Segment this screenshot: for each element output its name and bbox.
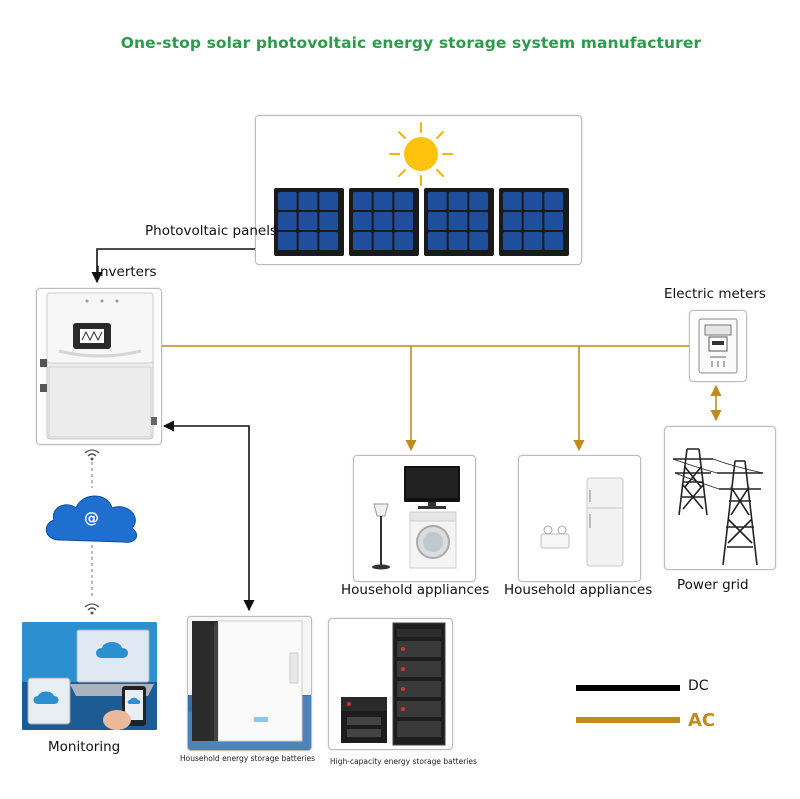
solar-cell [298,232,318,250]
solar-cell [469,212,488,230]
solar-cell [394,212,413,230]
monitoring-devices-icon [22,622,157,730]
solar-cell [428,212,447,230]
inverter-icon [40,292,157,440]
solar-cell [373,232,393,250]
legend-dc-label: DC [688,678,709,694]
appliances-1-label: Household appliances [341,582,490,598]
high-capacity-battery-icon [341,622,446,746]
solar-cell [319,232,338,250]
wifi-icon [84,449,100,461]
solar-cell [373,192,393,210]
solar-cell [503,192,522,210]
solar-cell [544,212,563,230]
power-grid-card [664,426,776,570]
household-battery-icon [188,617,311,750]
electric-meter-icon [698,318,738,374]
dc-line-inverter-battery [162,420,255,612]
solar-cell [544,192,563,210]
solar-cell [278,212,297,230]
appliances-2-card [518,455,641,582]
solar-cell [503,212,522,230]
monitoring-card [22,622,157,730]
solar-cell [428,192,447,210]
page-title: One-stop solar photovoltaic energy stora… [120,34,702,52]
cloud-icon [45,495,137,543]
solar-cell [298,192,318,210]
fridge-light-icon [540,477,624,567]
solar-cell [298,212,318,230]
legend-dc-swatch [576,685,680,691]
solar-cell [448,192,468,210]
solar-cell [469,192,488,210]
solar-cell [278,232,297,250]
solar-cell [448,212,468,230]
solar-cell [523,192,543,210]
household-battery-card [187,616,312,751]
household-battery-label: Household energy storage batteries [180,754,316,763]
solar-cell [353,192,372,210]
inverter-card [36,288,162,445]
solar-cell [523,212,543,230]
appliances-2-label: Household appliances [504,582,653,598]
legend-ac-swatch [576,717,680,723]
solar-cell [353,212,372,230]
pv-panels-label: Photovoltaic panels [145,223,278,239]
solar-cell [523,232,543,250]
dc-line-panels-inverter [91,248,255,284]
electric-meters-label: Electric meters [664,286,766,302]
solar-cell [428,232,447,250]
solar-cell [353,232,372,250]
electric-meter-card [689,310,747,382]
solar-cell [469,232,488,250]
wifi-icon [84,603,100,615]
cloud-at-symbol: @ [84,509,99,527]
solar-cell [319,192,338,210]
solar-cell [319,212,338,230]
sun-icon [389,122,453,186]
high-capacity-battery-card [328,618,453,750]
tv-washer-lamp-icon [372,466,460,570]
solar-cell [394,232,413,250]
solar-cell [278,192,297,210]
power-grid-label: Power grid [677,577,749,593]
solar-cell [394,192,413,210]
high-capacity-battery-label: High-capacity energy storage batteries [330,757,477,766]
inverters-label: Inverters [96,264,157,280]
solar-cell [503,232,522,250]
legend-ac-label: AC [688,710,716,731]
monitoring-label: Monitoring [48,739,121,755]
solar-panel-array-icon [274,188,569,256]
pv-panels-card [255,115,582,265]
solar-cell [448,232,468,250]
appliances-1-card [353,455,476,582]
transmission-tower-icon [672,448,764,566]
solar-cell [544,232,563,250]
solar-cell [373,212,393,230]
